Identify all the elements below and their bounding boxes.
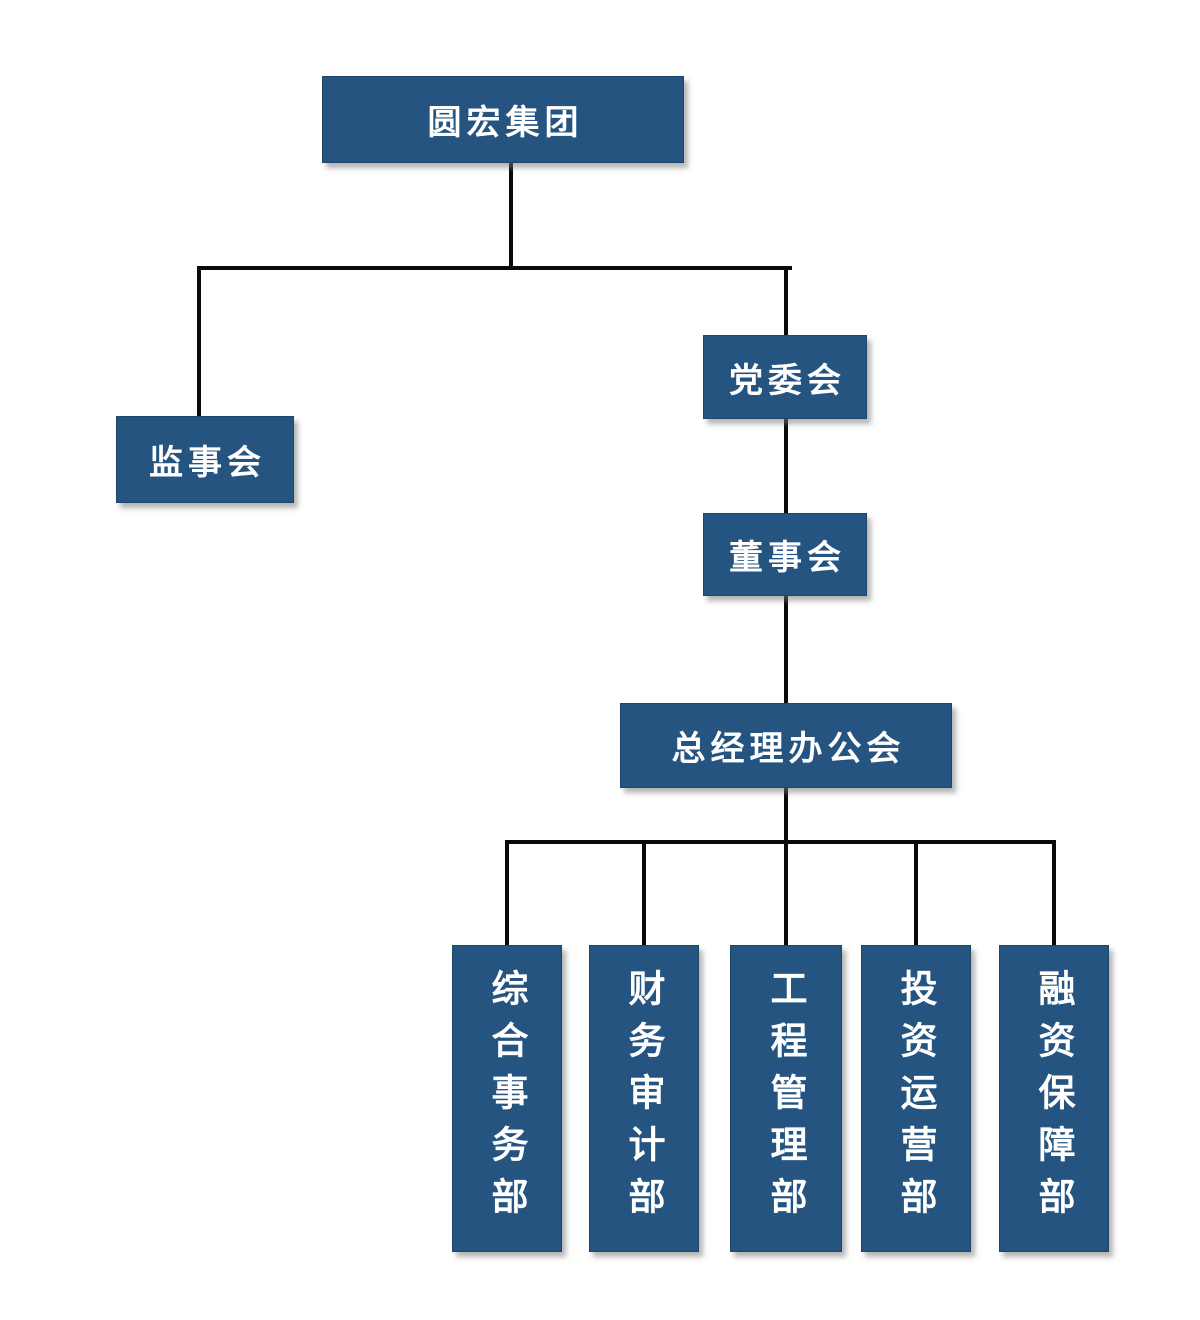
node-dept-financing-support-label: 融资保障部: [1032, 968, 1076, 1229]
node-party-committee-label: 党委会: [729, 360, 846, 401]
node-dept-general-affairs: 综合事务部: [452, 945, 562, 1252]
node-dept-investment-ops: 投资运营部: [861, 945, 971, 1252]
connector-bottom-branch: [505, 840, 1056, 844]
connector-dept-drop-2: [642, 840, 646, 947]
connector-root-stem: [509, 163, 513, 270]
node-gm-office: 总经理办公会: [620, 703, 952, 788]
connector-party-stem: [784, 266, 788, 337]
node-dept-general-affairs-label: 综合事务部: [485, 968, 529, 1229]
connector-supervisory-stem: [197, 266, 201, 418]
node-dept-financing-support: 融资保障部: [999, 945, 1109, 1252]
connector-dept-drop-3: [784, 840, 788, 947]
node-supervisory-board: 监事会: [116, 416, 294, 503]
node-dept-finance-audit: 财务审计部: [589, 945, 699, 1252]
node-gm-office-label: 总经理办公会: [671, 729, 906, 769]
node-board-of-directors-label: 董事会: [729, 538, 846, 578]
node-dept-investment-ops-label: 投资运营部: [894, 968, 938, 1229]
connector-top-branch: [197, 266, 792, 270]
node-party-committee: 党委会: [703, 335, 867, 419]
connector-board-gm-stem: [784, 594, 788, 705]
connector-dept-drop-5: [1052, 840, 1056, 947]
node-dept-engineering-mgmt-label: 工程管理部: [764, 968, 808, 1229]
connector-dept-drop-4: [914, 840, 918, 947]
node-dept-finance-audit-label: 财务审计部: [622, 968, 666, 1229]
node-group-root: 圆宏集团: [322, 76, 684, 163]
node-group-root-label: 圆宏集团: [427, 103, 584, 143]
connector-gm-stem: [784, 786, 788, 844]
connector-dept-drop-1: [505, 840, 509, 947]
node-dept-engineering-mgmt: 工程管理部: [730, 945, 842, 1252]
connector-party-board-stem: [784, 417, 788, 515]
node-board-of-directors: 董事会: [703, 513, 867, 596]
node-supervisory-board-label: 监事会: [149, 443, 266, 483]
